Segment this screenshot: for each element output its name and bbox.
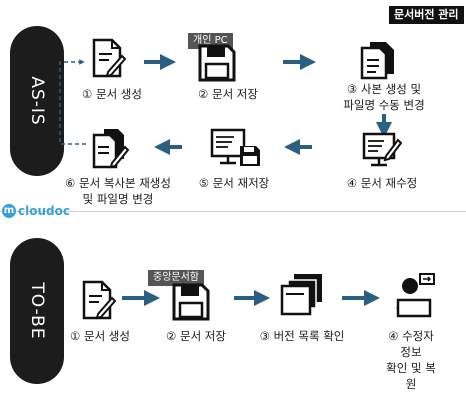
document-copies-icon: [360, 40, 396, 80]
tobe-step-1-label: ① 문서 생성: [70, 329, 130, 343]
tobe-step-2-label: ② 문서 저장: [166, 329, 226, 343]
asis-step-6-label: ⑥ 문서 복사본 재생성 및 파일명 변경: [65, 176, 171, 206]
tobe-pill: TO-BE: [10, 238, 64, 384]
version-list-icon: [280, 272, 324, 318]
asis-loop-dashed: [59, 59, 86, 145]
asis-step-5-label: ⑤ 문서 재저장: [198, 176, 270, 190]
user-computer-icon: [390, 270, 438, 318]
logo-mark-icon: m: [2, 204, 16, 218]
asis-step-2-label: ② 문서 저장: [198, 87, 258, 101]
desktop-edit-icon: [362, 132, 402, 168]
asis-step-1-label: ① 문서 생성: [82, 87, 142, 101]
central-storage-tag: 중앙문서함: [148, 270, 204, 286]
diagram-title: 문서버전 관리: [389, 6, 464, 24]
section-divider: [0, 211, 466, 212]
asis-step-3-label: ③ 사본 생성 및 파일명 수동 변경: [343, 82, 425, 112]
document-copy-edit-icon: [92, 127, 132, 169]
desktop-save-icon: [210, 128, 262, 168]
floppy-disk-icon: [198, 44, 236, 82]
asis-pill: AS-IS: [10, 26, 64, 176]
document-edit-icon: [82, 280, 116, 320]
cloudoc-logo: m cloudoc: [2, 203, 70, 219]
asis-step-4-label: ④ 문서 재수정: [346, 176, 418, 190]
floppy-disk-icon: [172, 283, 210, 321]
tobe-step-3-label: ③ 버전 목록 확인: [259, 329, 345, 343]
document-edit-icon: [92, 38, 126, 78]
logo-text: cloudoc: [18, 204, 70, 218]
tobe-step-4-label: ④ 수정자 정보 확인 및 복원: [386, 329, 436, 391]
